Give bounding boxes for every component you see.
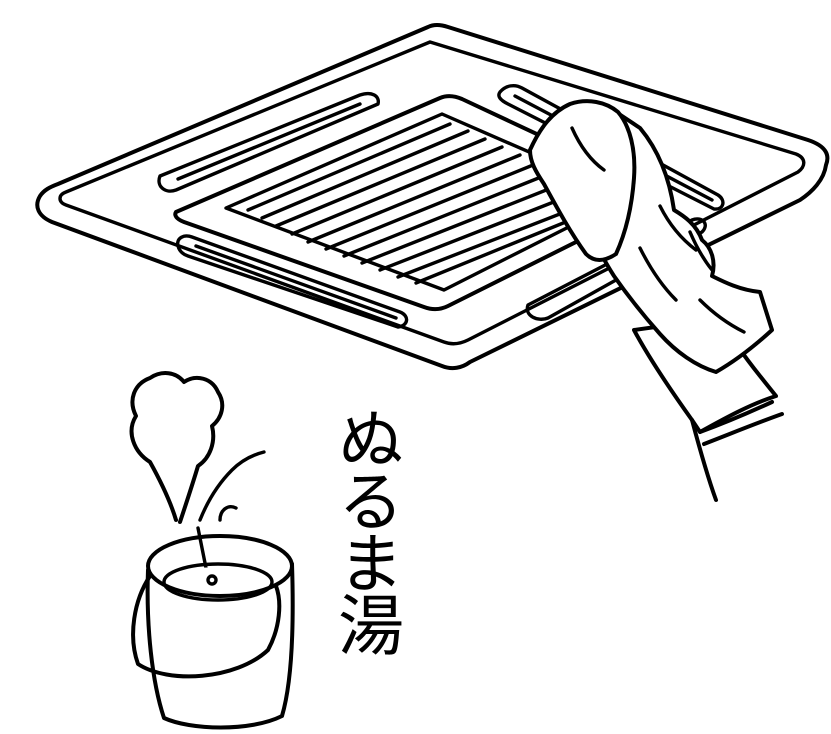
gloved-hand-with-cloth-icon [530,101,782,500]
steam-wisp [200,452,264,520]
louver-line [196,246,396,318]
caption-lukewarm-water: ぬるま湯 [290,405,440,705]
louver-line [178,104,360,179]
bucket-icon [133,536,293,728]
steam-icon [132,373,264,578]
cleaning-cloth [530,101,634,260]
steam-wisp [220,507,236,520]
